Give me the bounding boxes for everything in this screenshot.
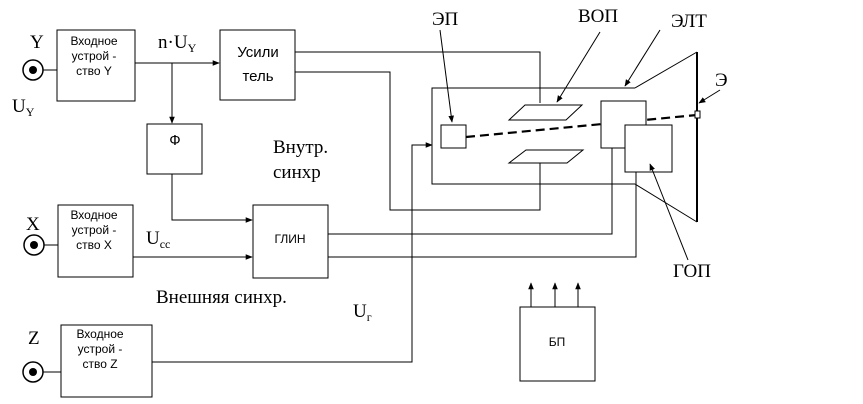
- vertical-plate-bottom: [507, 149, 585, 164]
- electron-gun-label: ЭП: [432, 9, 459, 30]
- svg-text:ство X: ство X: [76, 238, 112, 252]
- input-z-label: Z: [28, 328, 40, 349]
- svg-text:устрой -: устрой -: [78, 342, 123, 356]
- svg-text:ГЛИН: ГЛИН: [275, 232, 306, 246]
- horizontal-plate-2: [624, 124, 673, 173]
- sweep-generator-block: ГЛИН: [252, 204, 329, 279]
- vertical-plate-top: [507, 104, 584, 121]
- input-terminal-x: [23, 234, 45, 256]
- crt-label: ЭЛТ: [671, 11, 707, 32]
- signal-wires: [43, 51, 698, 373]
- input-terminal-z: [22, 361, 44, 383]
- internal-sync-label-1: Внутр.: [273, 137, 328, 158]
- svg-text:Входное: Входное: [70, 208, 117, 222]
- svg-text:Входное: Входное: [70, 34, 117, 48]
- vertical-plates-label: ВОП: [578, 6, 618, 27]
- svg-text:Ф: Ф: [169, 132, 180, 149]
- input-y-label: Y: [30, 32, 44, 53]
- amplified-signal-label: n·UY: [158, 32, 197, 55]
- screen-label: Э: [715, 70, 728, 91]
- svg-text:тель: тель: [242, 68, 273, 85]
- input-device-z: Входное устрой - ство Z: [60, 324, 153, 398]
- svg-text:Усили: Усили: [237, 44, 279, 61]
- z-signal-label: Uг: [353, 301, 372, 324]
- horizontal-plates-label: ГОП: [673, 261, 711, 282]
- input-x-label: X: [26, 214, 40, 235]
- svg-text:устрой -: устрой -: [72, 223, 117, 237]
- electron-gun: [440, 124, 467, 149]
- crt: [431, 29, 721, 261]
- phi-block: Ф: [146, 123, 203, 175]
- screen-point: [694, 110, 701, 119]
- amplifier-block: Усили тель: [219, 29, 296, 101]
- svg-text:Входное: Входное: [76, 327, 123, 341]
- input-terminal-y: [22, 59, 44, 81]
- power-supply-block: БП: [519, 282, 596, 382]
- sync-voltage-label: Ucc: [146, 228, 170, 251]
- svg-text:устрой -: устрой -: [72, 49, 117, 63]
- external-sync-label: Внешняя синхр.: [156, 287, 287, 308]
- uy-label: UY: [12, 96, 35, 119]
- svg-text:ство Y: ство Y: [76, 64, 112, 78]
- input-device-x: Входное устрой - ство X: [57, 204, 134, 278]
- svg-text:ство Z: ство Z: [82, 357, 117, 371]
- input-device-y: Входное устрой - ство Y: [56, 29, 136, 102]
- internal-sync-label-2: синхр: [273, 162, 321, 183]
- svg-text:БП: БП: [549, 335, 566, 349]
